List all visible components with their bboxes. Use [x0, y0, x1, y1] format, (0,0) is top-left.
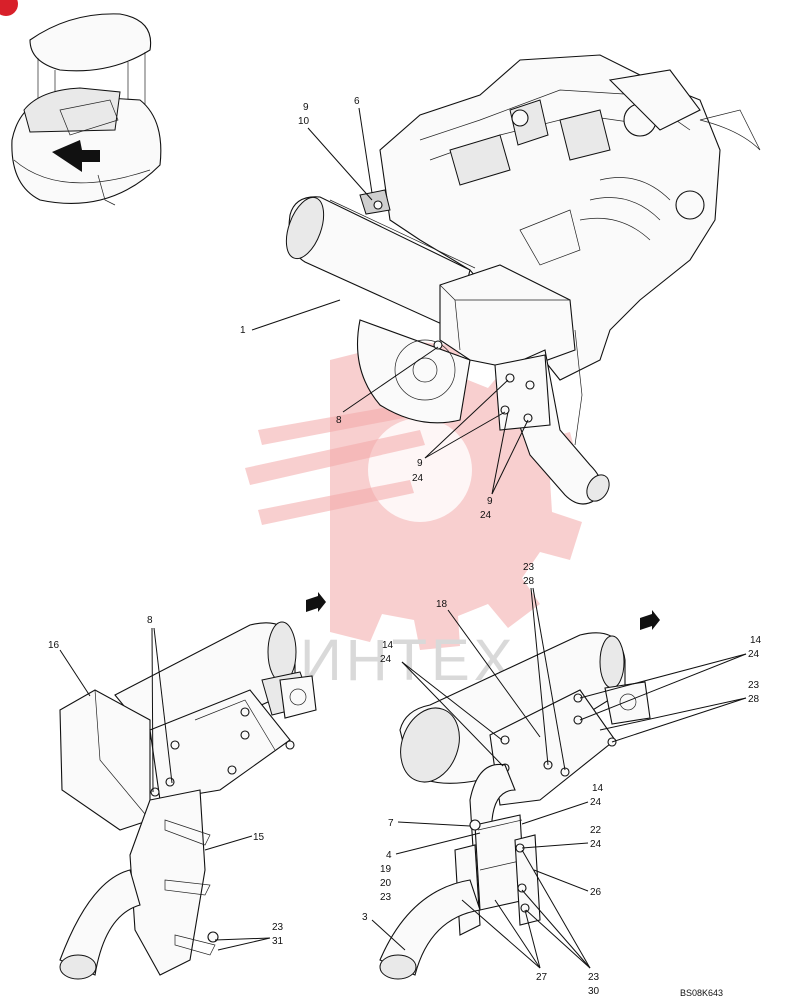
bottom-right-view [379, 610, 660, 980]
callout-24-right: 24 [748, 649, 760, 660]
callout-14-mid: 14 [592, 783, 604, 794]
callout-8-lower: 8 [147, 615, 153, 626]
callout-14-right: 14 [750, 635, 762, 646]
callout-7: 7 [388, 818, 394, 829]
callout-23-bottom: 23 [588, 972, 600, 983]
bottom-left-callouts: 8 16 15 23 31 [48, 615, 284, 951]
callout-8: 8 [336, 415, 342, 426]
callout-18: 18 [436, 599, 448, 610]
callout-9: 9 [303, 102, 309, 113]
callout-6: 6 [354, 96, 360, 107]
view-direction-arrow-right-icon [640, 610, 660, 630]
callout-19: 19 [380, 864, 392, 875]
corner-marker-icon [0, 0, 18, 16]
drawing-code: BS08K643 [680, 988, 723, 998]
callout-23-clamp: 23 [380, 892, 392, 903]
callout-22: 22 [590, 825, 602, 836]
callout-26: 26 [590, 887, 602, 898]
exhaust-pipe-upper [433, 329, 610, 505]
callout-23-top: 23 [523, 562, 535, 573]
location-arrow-icon [52, 140, 100, 172]
callout-4: 4 [386, 850, 392, 861]
callout-10: 10 [298, 116, 310, 127]
callout-23-lower-left: 23 [272, 922, 284, 933]
callout-24-left-bolts: 24 [412, 473, 424, 484]
callout-15: 15 [253, 832, 265, 843]
view-direction-arrow-icon [306, 592, 326, 612]
callout-20: 20 [380, 878, 392, 889]
machine-location-inset [11, 13, 162, 206]
callout-27: 27 [536, 972, 548, 983]
callout-28-top: 28 [523, 576, 535, 587]
bottom-left-view [59, 592, 326, 980]
callout-30: 30 [588, 986, 600, 997]
callout-31: 31 [272, 936, 284, 947]
callout-9-left-bolts: 9 [417, 458, 423, 469]
callout-24-lower: 24 [590, 839, 602, 850]
watermark-text: ИНТЕХ [300, 628, 516, 693]
bottom-right-callouts: 23 28 18 14 24 14 24 23 28 14 24 7 22 24… [362, 562, 762, 997]
callout-23-right: 23 [748, 680, 760, 691]
callout-3: 3 [362, 912, 368, 923]
callout-14-left: 14 [382, 640, 394, 651]
callout-24-mid: 24 [590, 797, 602, 808]
callout-24-right-bolts: 24 [480, 510, 492, 521]
engine-assembly [357, 54, 761, 424]
callout-9-right-bolts: 9 [487, 496, 493, 507]
top-callouts: 9 10 6 1 8 9 24 9 24 [240, 96, 529, 521]
muffler-part-1 [285, 189, 476, 331]
callout-16: 16 [48, 640, 60, 651]
callout-24-left: 24 [380, 654, 392, 665]
callout-1: 1 [240, 325, 246, 336]
callout-28-right: 28 [748, 694, 760, 705]
heat-shield [439, 264, 576, 371]
